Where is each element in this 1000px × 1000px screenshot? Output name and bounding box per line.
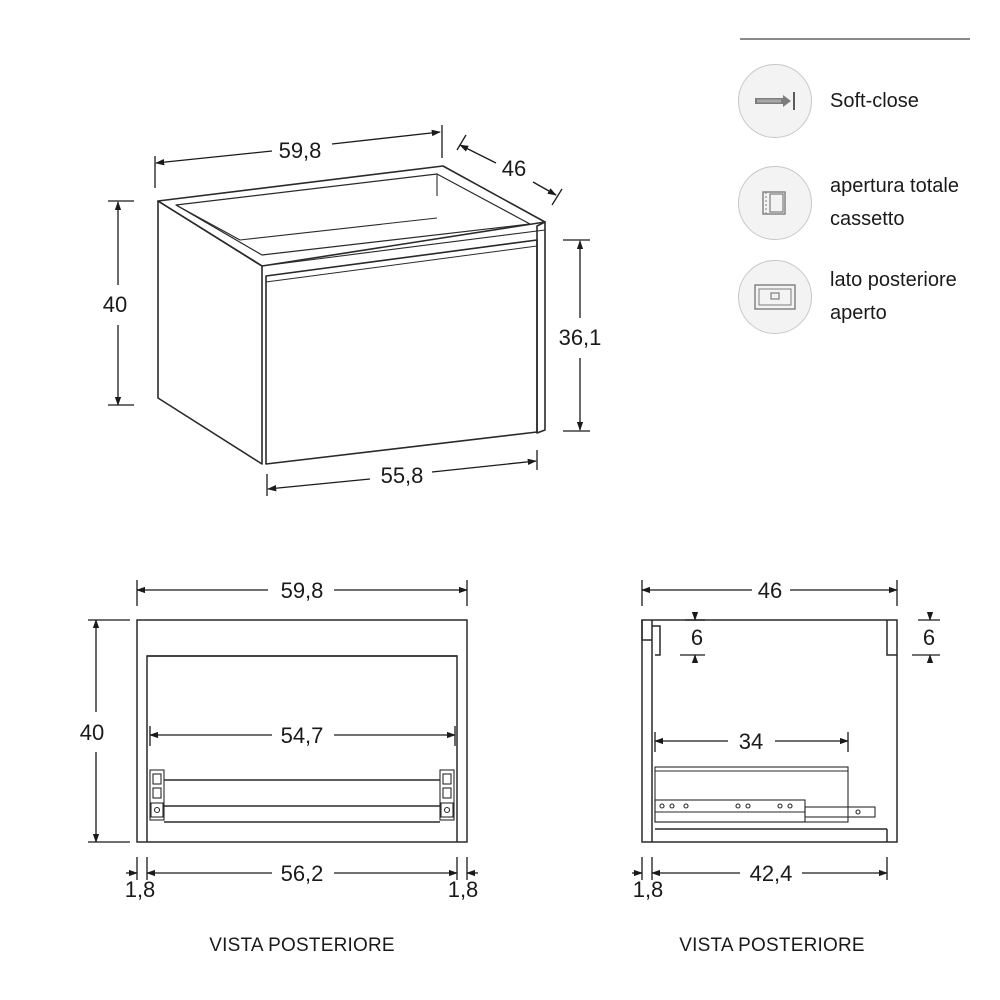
side-panel-label: 1,8 xyxy=(633,877,664,902)
iso-height-label: 40 xyxy=(103,292,127,317)
rear-side-right-label: 1,8 xyxy=(448,877,479,902)
iso-left-panel xyxy=(157,200,263,465)
legend-item-full-extension: apertura totale cassetto xyxy=(738,166,990,240)
rear-dimensions xyxy=(88,580,478,880)
iso-dimensions xyxy=(108,125,590,496)
legend-item-soft-close: Soft-close xyxy=(738,64,990,138)
rear-view xyxy=(136,619,468,843)
legend-label-open-back: lato posteriore aperto xyxy=(830,269,957,324)
full-extension-drawer-icon xyxy=(738,166,812,240)
side-inner-depth-label: 42,4 xyxy=(750,861,793,886)
side-drawer-depth-label: 34 xyxy=(739,729,763,754)
rear-height-label: 40 xyxy=(80,720,104,745)
side-drawer-rail xyxy=(654,766,876,823)
rear-inner-width-label: 54,7 xyxy=(281,723,324,748)
rear-outer-frame xyxy=(136,619,468,843)
legend-label-full-extension: apertura totale cassetto xyxy=(830,175,959,230)
side-depth-label: 46 xyxy=(758,578,782,603)
iso-right-panel xyxy=(536,221,546,434)
open-back-icon xyxy=(738,260,812,334)
rear-side-left-label: 1,8 xyxy=(125,877,156,902)
rear-view-caption: VISTA POSTERIORE xyxy=(209,935,395,956)
side-dimensions xyxy=(632,580,940,880)
legend-label-soft-close: Soft-close xyxy=(830,89,919,112)
side-outer-frame xyxy=(641,619,898,843)
rear-width-label: 59,8 xyxy=(281,578,324,603)
side-view xyxy=(641,619,898,843)
iso-drawer-height-label: 36,1 xyxy=(559,325,602,350)
rear-internal-label: 56,2 xyxy=(281,861,324,886)
soft-close-icon xyxy=(738,64,812,138)
side-top-gap-b-label: 6 xyxy=(923,625,935,650)
side-top-gap-a-label: 6 xyxy=(691,625,703,650)
isometric-view xyxy=(157,165,546,465)
rear-left-rail xyxy=(149,769,165,821)
side-view-caption: VISTA POSTERIORE xyxy=(679,935,865,956)
rear-right-rail xyxy=(439,769,455,821)
iso-drawer-width-label: 55,8 xyxy=(381,463,424,488)
iso-width-label: 59,8 xyxy=(279,138,322,163)
legend-divider xyxy=(740,38,970,40)
iso-depth-label: 46 xyxy=(502,156,526,181)
legend-item-open-back: lato posteriore aperto xyxy=(738,260,990,334)
iso-inner-opening xyxy=(175,173,531,256)
iso-drawer-front xyxy=(265,239,538,465)
iso-top-rim xyxy=(157,165,546,267)
